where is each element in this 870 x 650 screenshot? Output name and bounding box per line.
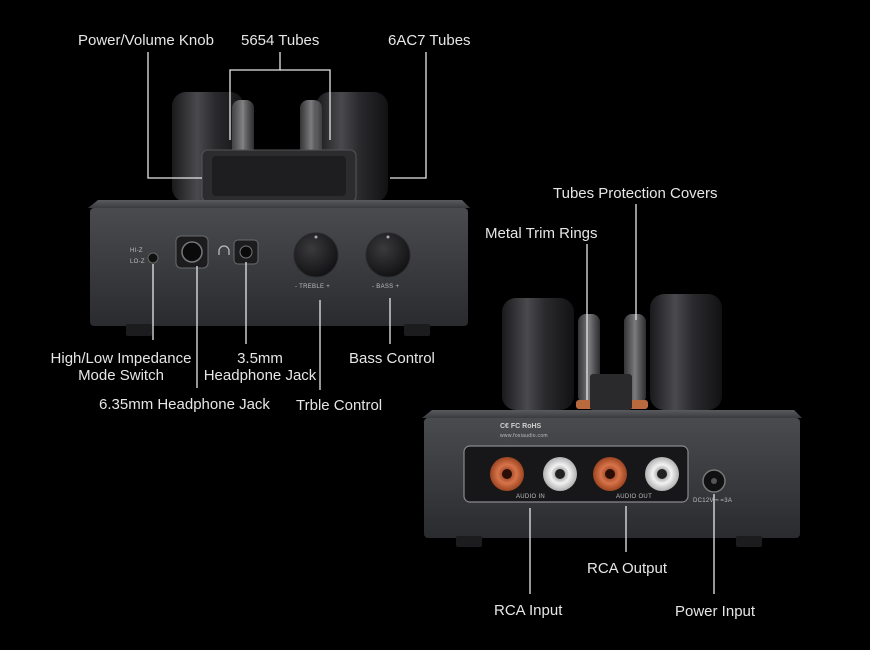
label-rca-input: RCA Input xyxy=(494,602,563,619)
headphone-icon xyxy=(218,245,230,255)
rear-audio-in-print: AUDIO IN xyxy=(516,494,546,500)
front-foot-right xyxy=(404,324,430,336)
rear-amplifier-unit xyxy=(422,294,802,547)
label-rca-output: RCA Output xyxy=(587,560,668,577)
label-treble-control: Trble Control xyxy=(296,397,383,414)
label-635mm-jack: 6.35mm Headphone Jack xyxy=(99,396,270,413)
bass-knob[interactable] xyxy=(365,232,411,278)
label-6ac7-tubes: 6AC7 Tubes xyxy=(388,32,471,49)
front-foot-left xyxy=(126,324,152,336)
callout-lines xyxy=(147,52,715,594)
rear-dc-print: DC12V⎓ =3A xyxy=(693,498,733,504)
rear-site-print: www.fosiaudio.com xyxy=(500,433,548,439)
label-power-volume-knob: Power/Volume Knob xyxy=(78,32,214,49)
label-35mm-jack-line1: 3.5mm xyxy=(237,350,283,367)
jack-35-socket[interactable] xyxy=(239,245,253,259)
front-amplifier-unit xyxy=(88,92,470,336)
rear-foot-left xyxy=(456,536,482,547)
rear-audio-out-print: AUDIO OUT xyxy=(616,494,653,500)
label-impedance-switch: High/Low Impedance Mode Switch xyxy=(50,350,192,384)
rear-right-tube-cover xyxy=(650,294,722,410)
label-impedance-switch-line2: Mode Switch xyxy=(78,367,164,384)
label-power-input: Power Input xyxy=(675,603,756,620)
rear-foot-right xyxy=(736,536,762,547)
leader-power-volume xyxy=(147,52,202,179)
label-5654-tubes: 5654 Tubes xyxy=(241,32,320,49)
label-impedance-switch-line1: High/Low Impedance xyxy=(50,350,192,367)
front-treble-print: - TREBLE + xyxy=(295,284,331,290)
front-lo-z-print: LO-Z xyxy=(130,259,145,265)
rear-left-tube-cover xyxy=(502,298,574,410)
front-bass-print: - BASS + xyxy=(372,284,400,290)
front-chassis-top xyxy=(88,200,470,208)
label-35mm-jack-line2: Headphone Jack xyxy=(203,367,317,384)
label-tubes-protection-covers: Tubes Protection Covers xyxy=(553,185,718,202)
label-35mm-jack: 3.5mm Headphone Jack xyxy=(200,350,320,384)
leader-6ac7-tubes xyxy=(390,52,427,179)
label-bass-control: Bass Control xyxy=(349,350,435,367)
treble-knob[interactable] xyxy=(293,232,339,278)
impedance-switch-control[interactable] xyxy=(147,252,159,264)
rear-chassis-top xyxy=(422,410,802,418)
front-hi-z-print: HI-Z xyxy=(130,248,143,254)
rear-cert-print: C€ FC RoHS xyxy=(500,423,542,430)
front-chassis-face xyxy=(90,208,468,326)
leader-5654-tubes xyxy=(229,52,281,140)
jack-635-socket[interactable] xyxy=(181,241,203,263)
label-metal-trim-rings: Metal Trim Rings xyxy=(485,225,598,242)
